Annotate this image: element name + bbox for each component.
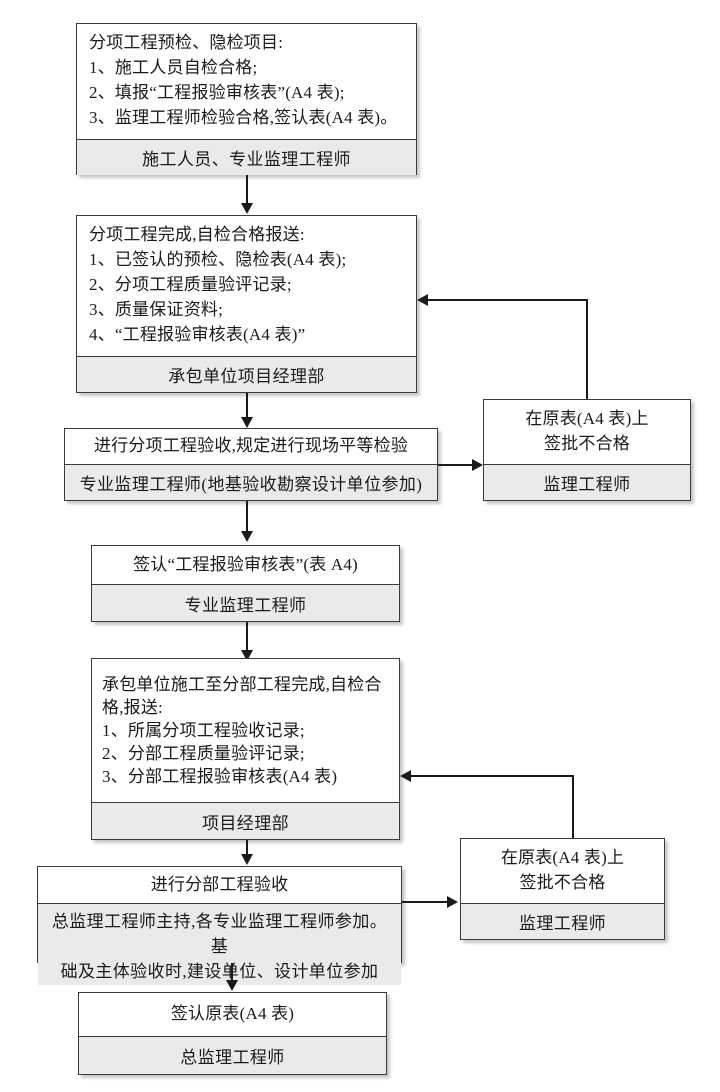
node-line: 分项工程完成,自检合格报送: [89, 225, 305, 245]
connector-n5-n6 [246, 840, 248, 855]
node-actor: 承包单位项目经理部 [77, 356, 416, 392]
arrowhead-n2-n3 [240, 417, 253, 428]
connector-r1-up [586, 299, 588, 400]
node-line: 签批不合格 [519, 873, 606, 892]
node-line: 3、监理工程师检验合格,签认表(A4 表)。 [89, 107, 398, 127]
node-body: 签认原表(A4 表) [79, 993, 386, 1036]
connector-n6-n7 [231, 963, 233, 982]
node-line: 1、已签认的预检、隐检表(A4 表); [89, 250, 347, 270]
node-body: 分项工程完成,自检合格报送: 1、已签认的预检、隐检表(A4 表); 2、分项工… [77, 216, 416, 356]
node-actor-label: 承包单位项目经理部 [168, 367, 325, 386]
arrowhead-n1-n2 [240, 203, 253, 214]
node-subitem-precheck[interactable]: 分项工程预检、隐检项目: 1、施工人员自检合格; 2、填报“工程报验审核表”(A… [76, 23, 417, 175]
node-division-acceptance[interactable]: 进行分部工程验收 总监理工程师主持,各专业监理工程师参加。基 础及主体验收时,建… [37, 866, 402, 985]
node-reject-sign-unqualified-2[interactable]: 在原表(A4 表)上 签批不合格 监理工程师 [460, 838, 665, 940]
node-line: 分项工程预检、隐检项目: [89, 33, 284, 52]
node-line: 3、分部工程报验审核表(A4 表) [102, 767, 338, 787]
node-sign-report-form[interactable]: 签认“工程报验审核表”(表 A4) 专业监理工程师 [91, 545, 400, 622]
node-actor: 监理工程师 [484, 464, 690, 500]
node-subitem-complete-submit[interactable]: 分项工程完成,自检合格报送: 1、已签认的预检、隐检表(A4 表); 2、分项工… [76, 215, 417, 393]
node-line: 进行分部工程验收 [150, 874, 289, 894]
node-body: 在原表(A4 表)上 签批不合格 [461, 839, 664, 903]
node-actor-label: 总监理工程师主持,各专业监理工程师参加。基 [51, 912, 388, 956]
arrowhead-r1-n2 [417, 293, 428, 306]
node-actor-label: 专业监理工程师 [184, 595, 307, 615]
node-actor: 施工人员、专业监理工程师 [77, 138, 416, 175]
arrowhead-n3-r1 [472, 458, 483, 471]
node-sign-original-form[interactable]: 签认原表(A4 表) 总监理工程师 [78, 992, 387, 1075]
node-line: 格,报送: [102, 697, 163, 717]
node-line: 签认“工程报验审核表”(表 A4) [133, 554, 358, 574]
node-actor-label: 专业监理工程师(地基验收勘察设计单位参加) [79, 475, 423, 494]
node-actor-label: 总监理工程师 [180, 1048, 285, 1067]
node-body: 进行分部工程验收 [38, 867, 401, 903]
node-actor: 总监理工程师 [79, 1036, 386, 1074]
node-actor-label: 施工人员、专业监理工程师 [142, 149, 351, 169]
node-line: 进行分项工程验收,规定进行现场平等检验 [93, 436, 409, 455]
connector-n3-n4 [246, 501, 248, 533]
node-reject-sign-unqualified-1[interactable]: 在原表(A4 表)上 签批不合格 监理工程师 [483, 399, 691, 501]
node-line: 2、分部工程质量验评记录; [102, 744, 305, 764]
node-line: 签认原表(A4 表) [170, 1004, 295, 1023]
connector-n2-n3 [246, 393, 248, 419]
node-actor: 专业监理工程师(地基验收勘察设计单位参加) [65, 464, 437, 500]
connector-r2-left [411, 775, 574, 777]
node-line: 4、“工程报验审核表(A4 表)” [89, 324, 306, 344]
node-body: 进行分项工程验收,规定进行现场平等检验 [65, 429, 437, 464]
node-actor: 项目经理部 [92, 802, 399, 839]
node-actor-label: 监理工程师 [543, 475, 631, 494]
node-line: 3、质量保证资料; [89, 299, 224, 319]
connector-r2-up [572, 775, 574, 839]
node-actor: 总监理工程师主持,各专业监理工程师参加。基 础及主体验收时,建设单位、设计单位参… [38, 903, 401, 985]
arrowhead-n3-n4 [240, 531, 253, 542]
node-line: 1、所属分项工程验收记录; [102, 720, 305, 740]
arrowhead-n4-n5 [240, 650, 253, 661]
node-body: 承包单位施工至分部工程完成,自检合 格,报送: 1、所属分项工程验收记录; 2、… [92, 659, 399, 802]
node-actor: 专业监理工程师 [92, 584, 399, 621]
node-body: 分项工程预检、隐检项目: 1、施工人员自检合格; 2、填报“工程报验审核表”(A… [77, 24, 416, 139]
arrowhead-n6-r2 [447, 895, 458, 908]
node-line: 2、分项工程质量验评记录; [89, 275, 292, 294]
node-line: 在原表(A4 表)上 [500, 848, 625, 868]
node-line: 签批不合格 [544, 434, 630, 453]
arrowhead-r2-n5 [400, 769, 411, 782]
node-subitem-acceptance[interactable]: 进行分项工程验收,规定进行现场平等检验 专业监理工程师(地基验收勘察设计单位参加… [64, 428, 438, 501]
node-actor-label: 项目经理部 [202, 813, 289, 833]
node-actor: 监理工程师 [461, 903, 664, 939]
connector-r1-left [428, 299, 588, 301]
connector-n6-r2 [402, 901, 448, 903]
node-line: 承包单位施工至分部工程完成,自检合 [102, 674, 382, 694]
connector-n1-n2 [246, 175, 248, 205]
node-body: 签认“工程报验审核表”(表 A4) [92, 546, 399, 584]
node-actor-label: 础及主体验收时,建设单位、设计单位参加 [60, 962, 379, 981]
arrowhead-n5-n6 [240, 854, 253, 865]
node-actor-label: 监理工程师 [519, 914, 606, 933]
arrowhead-n6-n7 [225, 980, 238, 991]
node-division-complete-submit[interactable]: 承包单位施工至分部工程完成,自检合 格,报送: 1、所属分项工程验收记录; 2、… [91, 658, 400, 840]
node-body: 在原表(A4 表)上 签批不合格 [484, 400, 690, 464]
connector-n3-r1 [438, 464, 473, 466]
node-line: 在原表(A4 表)上 [525, 409, 649, 429]
node-line: 1、施工人员自检合格; [89, 57, 258, 77]
node-line: 2、填报“工程报验审核表”(A4 表); [89, 82, 345, 102]
connector-n4-n5 [246, 622, 248, 652]
